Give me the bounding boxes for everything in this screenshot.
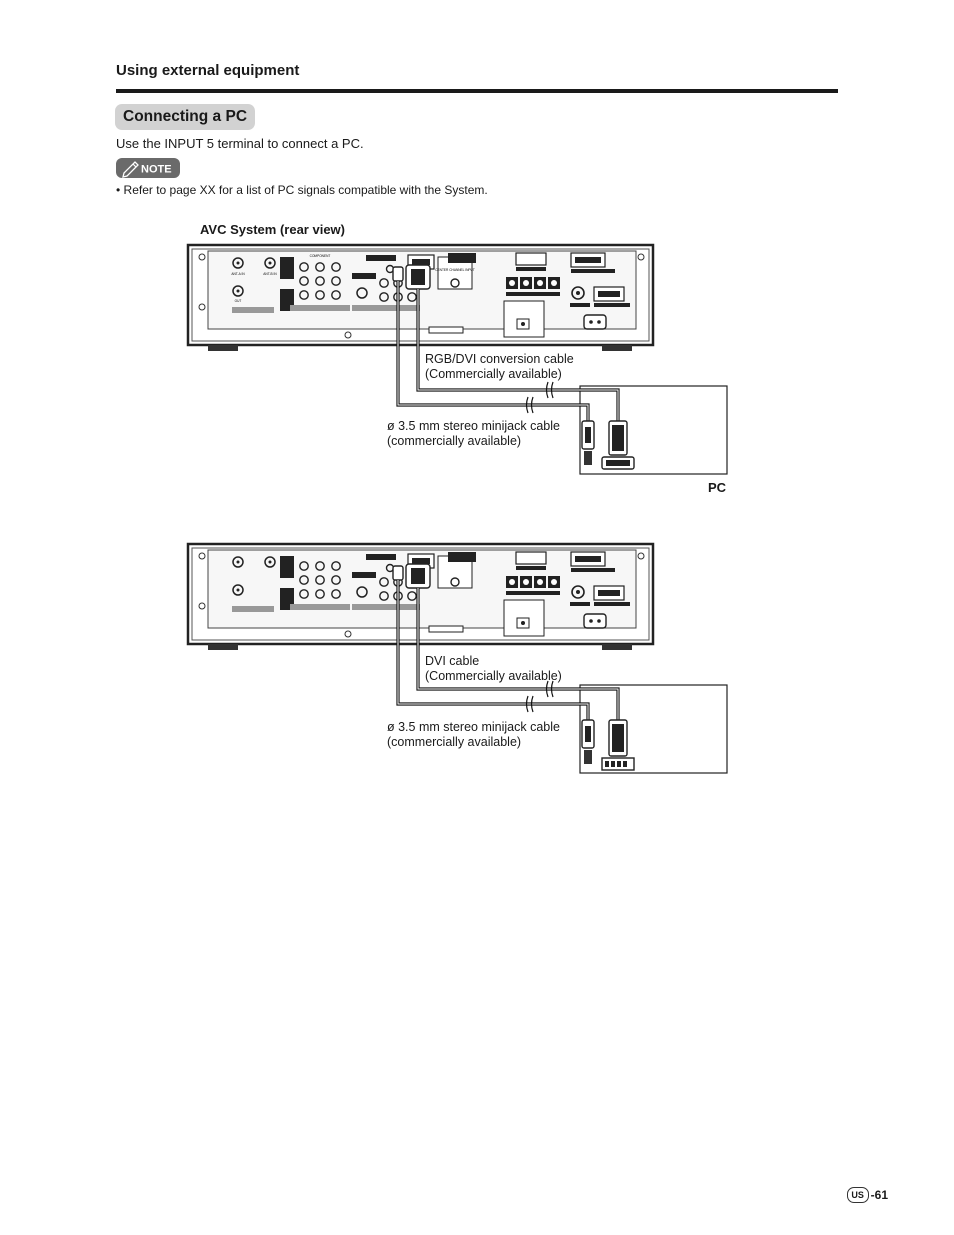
center-channel-label: CENTER CHANNEL INPUT	[435, 268, 475, 272]
pencil-icon	[122, 161, 139, 178]
cable2b-caption-line2: (commercially available)	[387, 735, 522, 749]
note-badge: NOTE	[116, 158, 180, 178]
audio-port-icon	[584, 451, 592, 465]
dvi-cable-caption-line1: DVI cable	[425, 654, 480, 668]
minijack-plug-icon	[392, 266, 404, 282]
region-badge: US	[846, 1187, 869, 1203]
cable2b-caption-line1: ø 3.5 mm stereo minijack cable	[387, 720, 560, 734]
minijack-cable	[396, 580, 590, 722]
diagram-label: AVC System (rear view)	[200, 222, 345, 237]
section-divider	[116, 89, 838, 93]
out-label: OUT	[235, 299, 242, 303]
cable2-caption-line1: ø 3.5 mm stereo minijack cable	[387, 419, 560, 433]
page-number: US -61	[846, 1187, 888, 1203]
page-number-text: -61	[870, 1188, 888, 1202]
section-title: Using external equipment	[116, 62, 300, 79]
cable-diagram-2	[392, 563, 728, 774]
intro-text: Use the INPUT 5 terminal to connect a PC…	[116, 136, 364, 151]
note-label: NOTE	[141, 164, 172, 176]
cable1-caption-line2: (Commercially available)	[425, 367, 562, 381]
ant-b-label: ANT-B IN	[263, 272, 277, 276]
ant-a-label: ANT-A IN	[231, 272, 245, 276]
dvi-cable-caption-line2: (Commercially available)	[425, 669, 562, 683]
note-bullet: • Refer to page XX for a list of PC sign…	[116, 183, 488, 197]
component-label: COMPONENT	[310, 254, 331, 258]
cable1-caption-line1: RGB/DVI conversion cable	[425, 352, 574, 366]
cable2-caption-line2: (commercially available)	[387, 434, 522, 448]
subsection-title: Connecting a PC	[115, 104, 256, 130]
minijack-plug-icon	[392, 565, 404, 581]
pc-label: PC	[708, 480, 727, 495]
avc-rear-panel-1: ANT-A IN ANT-B IN OUT COMPONENT CENTER C…	[186, 243, 655, 351]
audio-port-icon	[584, 750, 592, 764]
avc-rear-panel-2	[186, 542, 655, 650]
cable-diagram-1	[392, 264, 728, 475]
